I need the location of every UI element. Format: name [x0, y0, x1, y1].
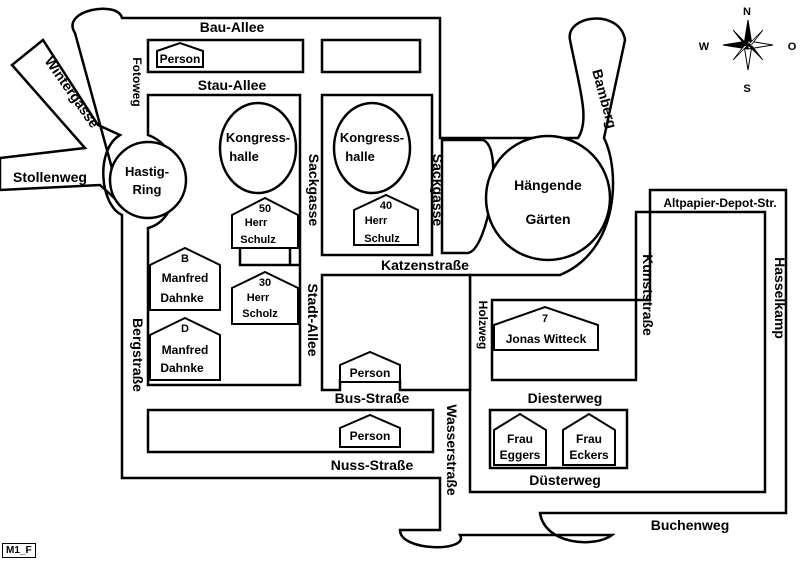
label-buchenweg: Buchenweg	[651, 517, 730, 533]
house-herr-scholz-30: 30 Herr Scholz	[231, 270, 299, 325]
label-sackgasse-2: Sackgasse	[430, 154, 446, 227]
svg-text:40: 40	[380, 200, 392, 212]
block-right-top	[320, 38, 422, 74]
label-bau-allee: Bau-Allee	[200, 19, 265, 35]
label-kunststrasse: Kunststraße	[640, 254, 656, 336]
label-bus-strasse: Bus-Straße	[335, 390, 410, 406]
haengende-gaerten-circle	[484, 134, 612, 262]
label-fotoweg: Fotoweg	[130, 57, 144, 106]
svg-text:Dahnke: Dahnke	[160, 291, 204, 305]
label-diesterweg: Diesterweg	[528, 390, 603, 406]
house-herr-schulz-50: 50 Herr Schulz	[231, 196, 299, 249]
label-holzweg: Holzweg	[476, 301, 490, 350]
label-altpapier: Altpapier-Depot-Str.	[663, 196, 776, 210]
svg-text:Schulz: Schulz	[364, 233, 400, 245]
label-sackgasse-1: Sackgasse	[306, 154, 322, 227]
svg-text:50: 50	[259, 203, 271, 215]
svg-text:D: D	[181, 323, 189, 335]
svg-text:Schulz: Schulz	[240, 234, 276, 246]
svg-text:S: S	[743, 83, 750, 95]
svg-text:Herr: Herr	[365, 215, 388, 227]
svg-text:W: W	[699, 41, 710, 53]
svg-text:Person: Person	[350, 366, 391, 380]
kongresshalle-1-label-1: Kongress-	[226, 130, 290, 145]
label-wasserstrasse: Wasserstraße	[444, 404, 460, 496]
svg-text:Frau: Frau	[507, 432, 533, 446]
house-herr-40: 40 Herr Schulz	[353, 193, 419, 246]
hastig-ring-circle	[108, 140, 188, 220]
svg-text:Manfred: Manfred	[162, 343, 209, 357]
compass-icon: N O S W	[699, 6, 797, 95]
svg-text:Eckers: Eckers	[569, 448, 609, 462]
svg-text:Person: Person	[350, 429, 391, 443]
kongresshalle-2-label-2: halle	[345, 149, 375, 164]
label-stadt-allee: Stadt-Allee	[305, 283, 321, 356]
svg-text:Scholz: Scholz	[242, 308, 278, 320]
label-bergstrasse: Bergstraße	[130, 318, 146, 392]
svg-text:Manfred: Manfred	[162, 271, 209, 285]
label-stau-allee: Stau-Allee	[198, 77, 267, 93]
svg-text:Eggers: Eggers	[500, 448, 541, 462]
svg-text:Herr: Herr	[247, 292, 270, 304]
map-code-label: M1_F	[2, 543, 36, 558]
svg-text:Jonas Witteck: Jonas Witteck	[506, 332, 587, 346]
haengende-gaerten-label-1: Hängende	[514, 177, 582, 193]
svg-text:B: B	[181, 253, 189, 265]
house-person-bau: Person	[156, 41, 204, 68]
kongresshalle-1-label-2: halle	[229, 149, 259, 164]
kongresshalle-2-ellipse	[332, 101, 412, 195]
svg-text:Frau: Frau	[576, 432, 602, 446]
house-manfred-dahnke-d: D Manfred Dahnke	[149, 316, 221, 381]
svg-text:Dahnke: Dahnke	[160, 361, 204, 375]
label-nuss-strasse: Nuss-Straße	[331, 457, 414, 473]
label-stollenweg: Stollenweg	[13, 169, 87, 185]
house-frau-eckers: Frau Eckers	[562, 412, 616, 466]
hastig-ring-label-2: Ring	[133, 182, 162, 197]
label-duesterweg: Düsterweg	[529, 472, 601, 488]
house-jonas-witteck: 7 Jonas Witteck	[493, 305, 599, 351]
house-person-bus: Person	[339, 350, 401, 383]
house-manfred-dahnke-b: B Manfred Dahnke	[149, 246, 221, 311]
label-katzenstrasse: Katzenstraße	[381, 257, 469, 273]
label-hasselkamp: Hasselkamp	[772, 257, 788, 339]
svg-text:Person: Person	[160, 52, 201, 66]
hastig-ring-label-1: Hastig-	[125, 164, 169, 179]
kongresshalle-1-ellipse	[218, 101, 298, 195]
svg-text:O: O	[788, 41, 797, 53]
svg-text:7: 7	[542, 313, 548, 325]
svg-text:30: 30	[259, 277, 271, 289]
house-frau-eggers: Frau Eggers	[493, 412, 547, 466]
kongresshalle-2-label-1: Kongress-	[340, 130, 404, 145]
svg-text:N: N	[743, 6, 751, 18]
haengende-gaerten-label-2: Gärten	[525, 211, 570, 227]
svg-text:Herr: Herr	[245, 217, 268, 229]
house-person-nuss: Person	[339, 413, 401, 448]
